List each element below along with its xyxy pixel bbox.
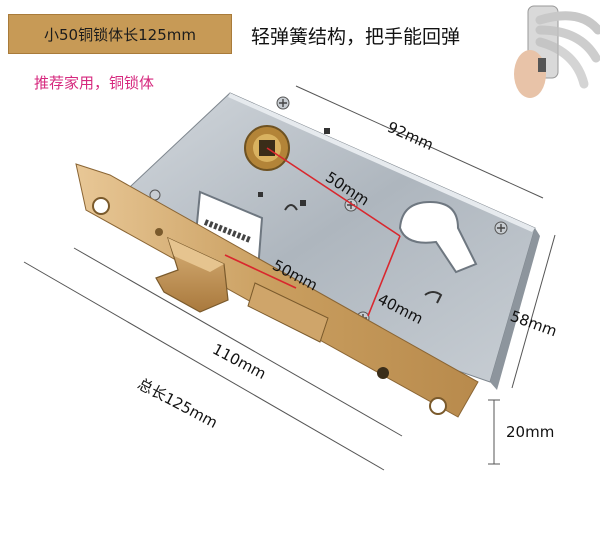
latch-bolt — [155, 236, 229, 313]
faceplate — [75, 163, 479, 418]
measure-guides — [23, 85, 556, 471]
lock-case — [99, 92, 540, 390]
case-slots — [258, 128, 443, 304]
spec-label: 小50铜锁体长125mm — [8, 14, 232, 54]
case-screws — [149, 96, 508, 325]
dim-20mm: 20mm — [506, 423, 555, 441]
cylinder-cutout — [398, 200, 478, 274]
dimension-lines — [224, 147, 401, 317]
feature-text: 轻弹簧结构，把手能回弹 — [251, 26, 461, 48]
handle-illustration — [514, 5, 600, 98]
recommend-text: 推荐家用，铜锁体 — [34, 74, 155, 92]
